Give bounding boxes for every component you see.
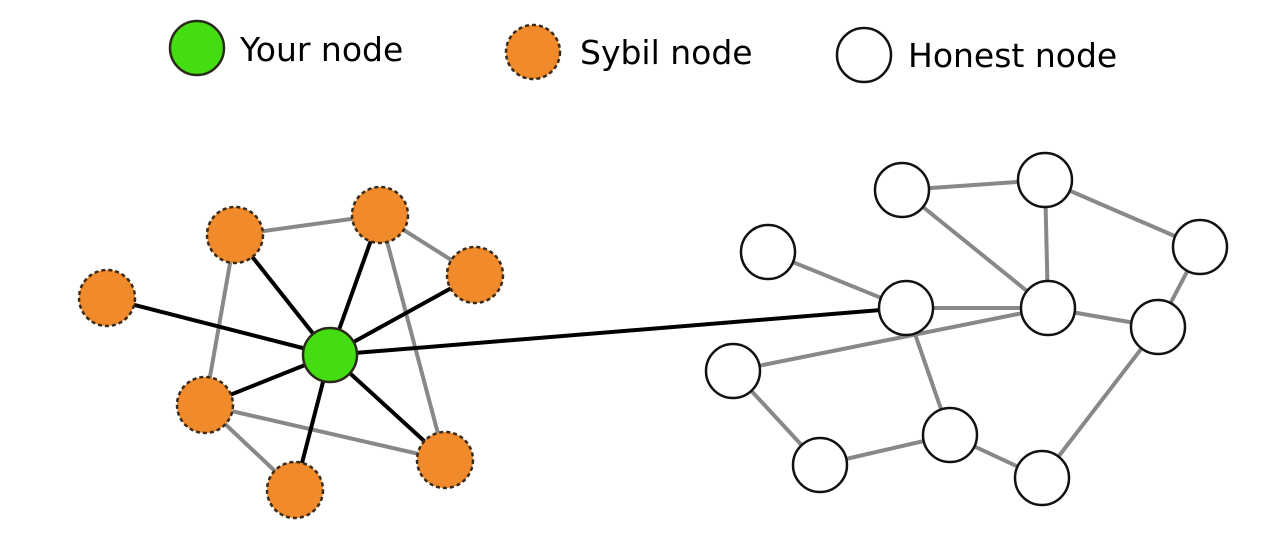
sybil-node-sF	[265, 460, 325, 520]
sybil-node-sE	[175, 375, 235, 435]
sybil-node-sA	[205, 205, 265, 265]
legend-item-sybil-node: Sybil node	[504, 23, 753, 81]
honest-node-h9	[921, 406, 979, 464]
edge-h8-h6	[732, 306, 1049, 373]
your-node-you	[301, 326, 359, 384]
honest-node-h10	[791, 436, 849, 494]
honest-node-h11	[1013, 449, 1071, 507]
honest-node-h7	[1129, 298, 1187, 356]
honest-node-h8	[704, 342, 762, 400]
sybil-node-sD	[77, 268, 137, 328]
honest-node-h2	[1016, 151, 1074, 209]
edge-h1-h6	[900, 188, 1050, 310]
edge-sE-sG	[204, 403, 446, 462]
trust-edge-you-sD	[106, 296, 331, 357]
edges	[106, 178, 1202, 492]
sybil-node-sG	[415, 430, 475, 490]
honest-node-h4	[739, 223, 797, 281]
sybil-node-sC	[445, 245, 505, 305]
honest-node-h5	[877, 279, 935, 337]
legend-honest-node-swatch	[835, 26, 893, 84]
honest-node-h3	[1171, 218, 1229, 276]
legend-your-node-label: Your node	[239, 30, 403, 69]
sybil-node-sB	[350, 185, 410, 245]
honest-node-h6	[1019, 279, 1077, 337]
legend-item-honest-node: Honest node	[835, 26, 1117, 84]
legend-honest-node-label: Honest node	[908, 36, 1117, 75]
nodes	[77, 151, 1229, 520]
edge-sB-sG	[378, 214, 447, 461]
legend-your-node-swatch	[168, 19, 226, 77]
legend-sybil-node-label: Sybil node	[580, 33, 753, 72]
legend-item-your-node: Your node	[168, 19, 403, 77]
legend-sybil-node-swatch	[504, 23, 562, 81]
legend: Your node Sybil node Honest node	[168, 19, 1117, 84]
honest-node-h1	[873, 161, 931, 219]
edge-h11-h7	[1040, 325, 1160, 480]
trust-edge-you-h5	[329, 306, 907, 357]
